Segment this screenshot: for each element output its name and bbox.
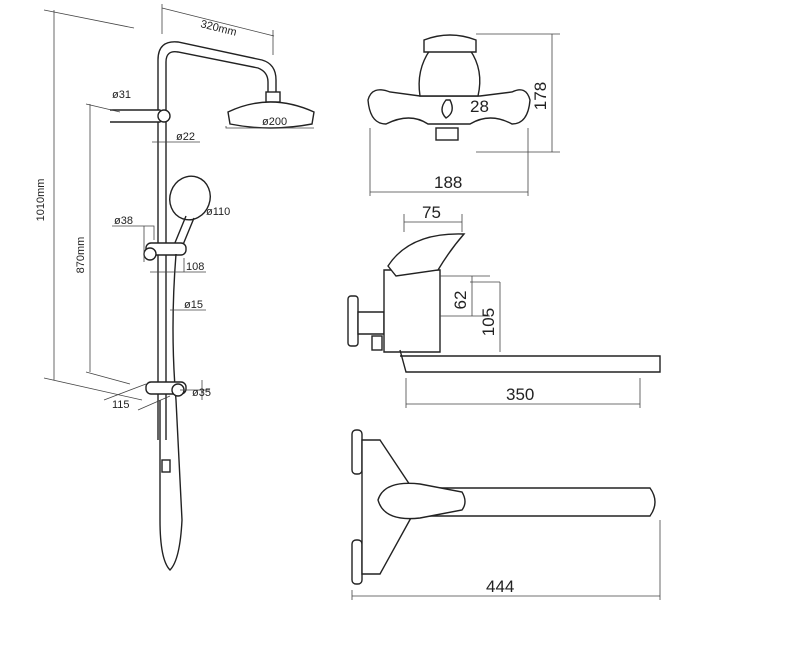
label-hose-diameter: ø15 <box>184 299 203 311</box>
label-front-width: 188 <box>434 173 462 192</box>
label-body-height: 62 <box>451 291 470 310</box>
shower-system-drawing: 320mm 1010mm 870mm ø31 ø200 ø22 ø110 ø38… <box>35 4 315 571</box>
riser-pipe <box>157 41 277 440</box>
label-arm-length: 320mm <box>199 18 238 39</box>
label-bracket-diameter: ø31 <box>112 89 131 101</box>
label-head-diameter: ø200 <box>262 116 287 128</box>
label-pipe-diameter: ø22 <box>176 131 195 143</box>
label-bottom-bracket-diameter: ø35 <box>192 387 211 399</box>
mixer-side-view: 75 62 105 350 <box>347 203 661 408</box>
label-slider-diameter: ø38 <box>114 215 133 227</box>
label-lever-width: 75 <box>422 203 441 222</box>
mixer-front-view: 28 178 188 <box>367 33 560 196</box>
label-total-height: 1010mm <box>35 179 47 222</box>
label-spout-length: 350 <box>506 385 534 404</box>
label-overall-length: 444 <box>486 577 514 596</box>
label-slider-depth: 108 <box>186 261 204 273</box>
mixer-top-view: 444 <box>351 429 661 600</box>
label-hand-shower-diameter: ø110 <box>206 206 230 218</box>
label-lever-height: 28 <box>470 97 489 116</box>
label-spout-height: 105 <box>479 308 498 336</box>
label-bar-height: 870mm <box>75 237 87 274</box>
label-bottom-offset: 115 <box>112 399 130 411</box>
rain-shower-head <box>227 101 315 129</box>
hand-shower <box>169 175 211 221</box>
label-front-height: 178 <box>531 82 550 110</box>
